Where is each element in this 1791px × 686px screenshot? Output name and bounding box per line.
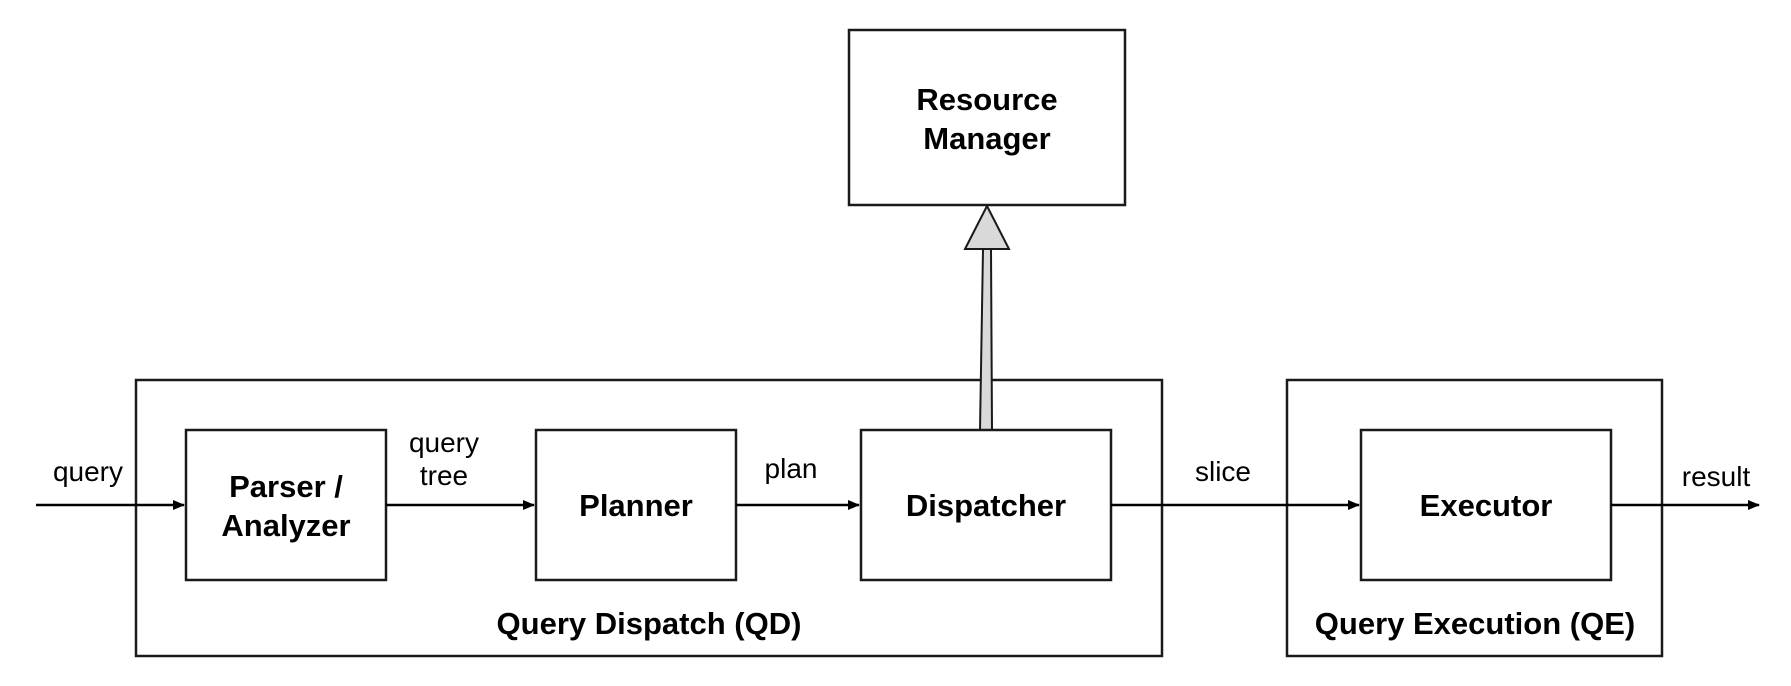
dispatcher-label: Dispatcher — [906, 488, 1066, 523]
dispatcher-box — [859, 428, 1113, 582]
planner-label: Planner — [579, 488, 693, 523]
query-execution-label: Query Execution (QE) — [1315, 606, 1635, 641]
parser-analyzer-box — [184, 428, 388, 582]
query-execution-group — [1285, 378, 1664, 658]
parser-analyzer-label-line1: Parser / — [229, 469, 343, 504]
result-edge-label: result — [1682, 461, 1751, 492]
resource-manager-box — [847, 28, 1127, 207]
slice-edge-label: slice — [1195, 456, 1251, 487]
request-resources-arrow — [963, 203, 1011, 431]
query-dispatch-group — [134, 378, 1164, 658]
query-edge-label: query — [53, 456, 123, 487]
executor-box — [1359, 428, 1613, 582]
planner-box — [534, 428, 738, 582]
query-tree-edge-label-line1: query — [409, 427, 479, 458]
parser-analyzer-label-line2: Analyzer — [221, 508, 350, 543]
query-dispatch-label: Query Dispatch (QD) — [497, 606, 802, 641]
plan-edge-label: plan — [765, 453, 818, 484]
query-tree-edge-label-line2: tree — [420, 460, 468, 491]
resource-manager-label-line2: Manager — [923, 121, 1050, 156]
executor-label: Executor — [1420, 488, 1553, 523]
resource-manager-label-line1: Resource — [916, 82, 1057, 117]
